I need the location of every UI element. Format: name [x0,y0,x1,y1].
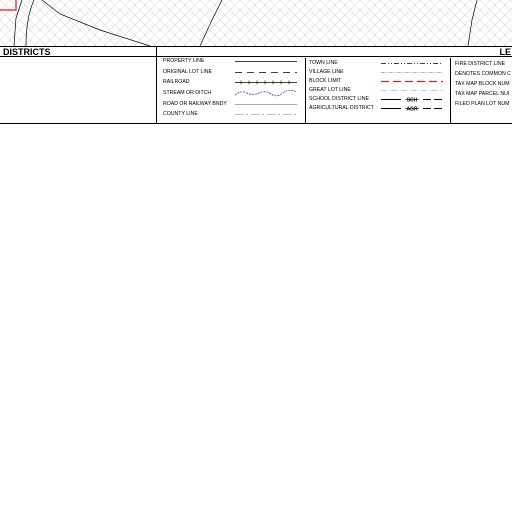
school-district-symbol-text: SCH [407,98,418,104]
legend-item-label: TAX MAP BLOCK NUM [455,81,510,87]
parcel-line [13,0,23,46]
legend-item-label: RAILROAD [163,79,190,85]
legend-item-label: ORIGINAL LOT LINE [163,69,213,75]
town-line-icon [381,59,445,68]
legend-item: BLOCK LIMIT [309,77,341,86]
school-district-line-icon: SCH [381,95,445,104]
legend-item: COUNTY LINE [163,110,198,119]
parcel-line [25,0,35,46]
divider [305,58,306,124]
divider [450,58,451,124]
legend-item-label: COUNTY LINE [163,111,198,117]
legend-item: ORIGINAL LOT LINE [163,68,212,77]
legend-header: LE [157,46,512,57]
tax-map-fragment [0,0,512,46]
legend-item-label: VILLAGE LINE [309,69,344,75]
legend-item-label: AGRICULTURAL DISTRICT [309,105,374,111]
legend-item-label: SCHOOL DISTRICT LINE [309,96,369,102]
map-hatch-area [0,0,512,46]
parcel-line [41,0,151,46]
property-line-icon [235,57,299,66]
legend-item: PROPERTY LINE [163,57,204,66]
legend-item: AGRICULTURAL DISTRICT [309,104,374,113]
railroad-line-icon [235,78,299,87]
legend-item: SCHOOL DISTRICT LINE [309,95,369,104]
legend-item: VILLAGE LINE [309,68,344,77]
agricultural-district-symbol-text: AGR [406,107,418,113]
original-lot-line-icon [235,68,299,77]
legend-item-label: GREAT LOT LINE [309,87,351,93]
legend-item: TOWN LINE [309,59,338,68]
parcel-line [199,0,223,46]
legend-item-label: BLOCK LIMIT [309,78,342,84]
legend-item-label: FILED PLAN LOT NUM [455,101,510,107]
divider [0,123,512,124]
legend-item: ROAD OR RAILWAY BNDY [163,100,227,109]
legend-item: RAILROAD [163,78,190,87]
districts-header: DISTRICTS [0,46,156,57]
legend-item-label: TAX MAP PARCEL NUI [455,91,510,97]
village-line-icon [381,68,445,77]
county-line-icon [235,110,299,119]
legend-item-label: PROPERTY LINE [163,58,205,64]
legend-item-label: DENOTES COMMON C [455,71,511,77]
block-limit-line-icon [381,77,445,86]
road-boundary-line-icon [235,100,299,109]
legend-item-label: TOWN LINE [309,60,338,66]
legend-item-label: FIRE DISTRICT LINE [455,61,506,67]
legend-item: STREAM OR DITCH [163,89,211,98]
great-lot-line-icon [381,86,445,95]
parcel-line [467,0,478,46]
legend-item: GREAT LOT LINE [309,86,351,95]
legend-item-label: ROAD OR RAILWAY BNDY [163,101,227,107]
map-legend: DISTRICTS LE PROPERTY LINE ORIGINAL LOT … [0,46,512,124]
legend-item-label: STREAM OR DITCH [163,90,212,96]
agricultural-district-line-icon: AGR [381,104,445,113]
stream-line-icon [235,89,299,98]
divider [156,46,157,124]
parcel-outline-red [0,0,17,11]
